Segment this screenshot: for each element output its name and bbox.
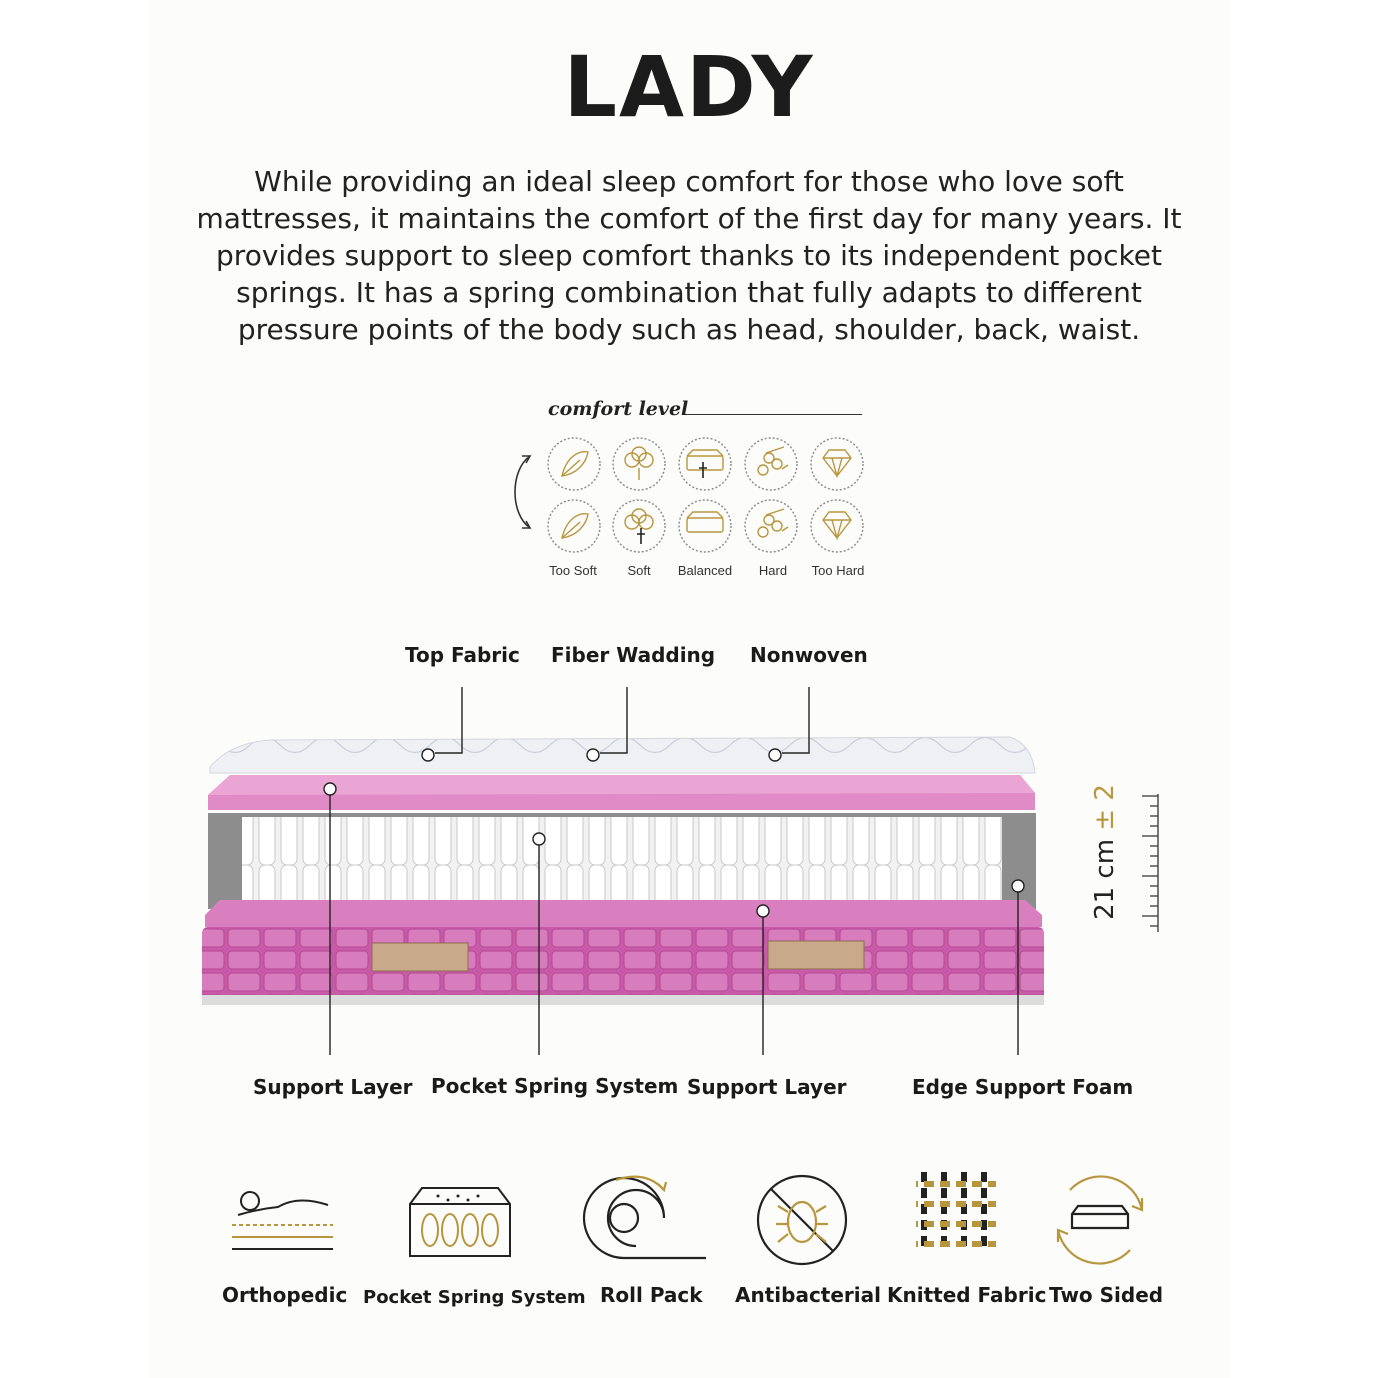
label-support-layer-bottom: Support Layer xyxy=(687,1075,847,1099)
logs-icon xyxy=(744,437,798,491)
label-pocket-spring-system: Pocket Spring System xyxy=(431,1074,679,1098)
feature-knitted-fabric: Knitted Fabric xyxy=(887,1283,1047,1307)
feature-two-sided: Two Sided xyxy=(1049,1283,1164,1307)
label-edge-support-foam: Edge Support Foam xyxy=(912,1075,1134,1099)
feature-roll-pack: Roll Pack xyxy=(600,1283,703,1307)
content-panel xyxy=(148,0,1230,1378)
cotton-icon xyxy=(612,437,666,491)
height-tolerance: ± 2 xyxy=(1090,784,1120,831)
mattress-icon xyxy=(678,437,732,491)
feature-antibacterial: Antibacterial xyxy=(735,1283,881,1307)
comfort-label-soft: Soft xyxy=(627,563,651,578)
comfort-swap-arrow-icon xyxy=(514,455,532,529)
comfort-icons-grid xyxy=(547,437,864,553)
roll-pack-icon xyxy=(582,1175,706,1260)
mattress-layers-diagram xyxy=(202,687,1044,1055)
comfort-level-title: comfort level xyxy=(548,398,689,420)
comfort-level-rule xyxy=(686,414,862,415)
antibacterial-icon xyxy=(756,1174,848,1266)
knitted-fabric-icon xyxy=(916,1172,996,1252)
cotton-icon xyxy=(612,499,666,553)
pocket-spring-icon xyxy=(409,1187,511,1257)
comfort-label-balanced: Balanced xyxy=(677,563,733,578)
comfort-label-too-soft: Too Soft xyxy=(549,563,597,578)
label-nonwoven: Nonwoven xyxy=(750,643,868,667)
orthopedic-icon xyxy=(232,1191,333,1250)
diamond-icon xyxy=(810,437,864,491)
comfort-label-hard: Hard xyxy=(758,563,788,578)
two-sided-icon xyxy=(1056,1175,1144,1265)
comfort-label-too-hard: Too Hard xyxy=(811,563,865,578)
product-title: LADY xyxy=(563,38,815,136)
height-value: 21 cm xyxy=(1090,838,1120,920)
diamond-icon xyxy=(810,499,864,553)
height-label: 21 cm ± 2 xyxy=(1090,782,1130,922)
feather-icon xyxy=(547,499,601,553)
product-description: While providing an ideal sleep comfort f… xyxy=(196,165,1182,346)
height-ruler-icon xyxy=(1142,794,1159,932)
feature-orthopedic: Orthopedic xyxy=(222,1283,348,1307)
feather-icon xyxy=(547,437,601,491)
label-support-layer-top: Support Layer xyxy=(253,1075,413,1099)
mattress-icon xyxy=(678,499,732,553)
label-top-fabric: Top Fabric xyxy=(405,643,520,667)
label-fiber-wadding: Fiber Wadding xyxy=(551,643,716,667)
logs-icon xyxy=(744,499,798,553)
feature-pocket-spring-system: Pocket Spring System xyxy=(363,1287,586,1308)
